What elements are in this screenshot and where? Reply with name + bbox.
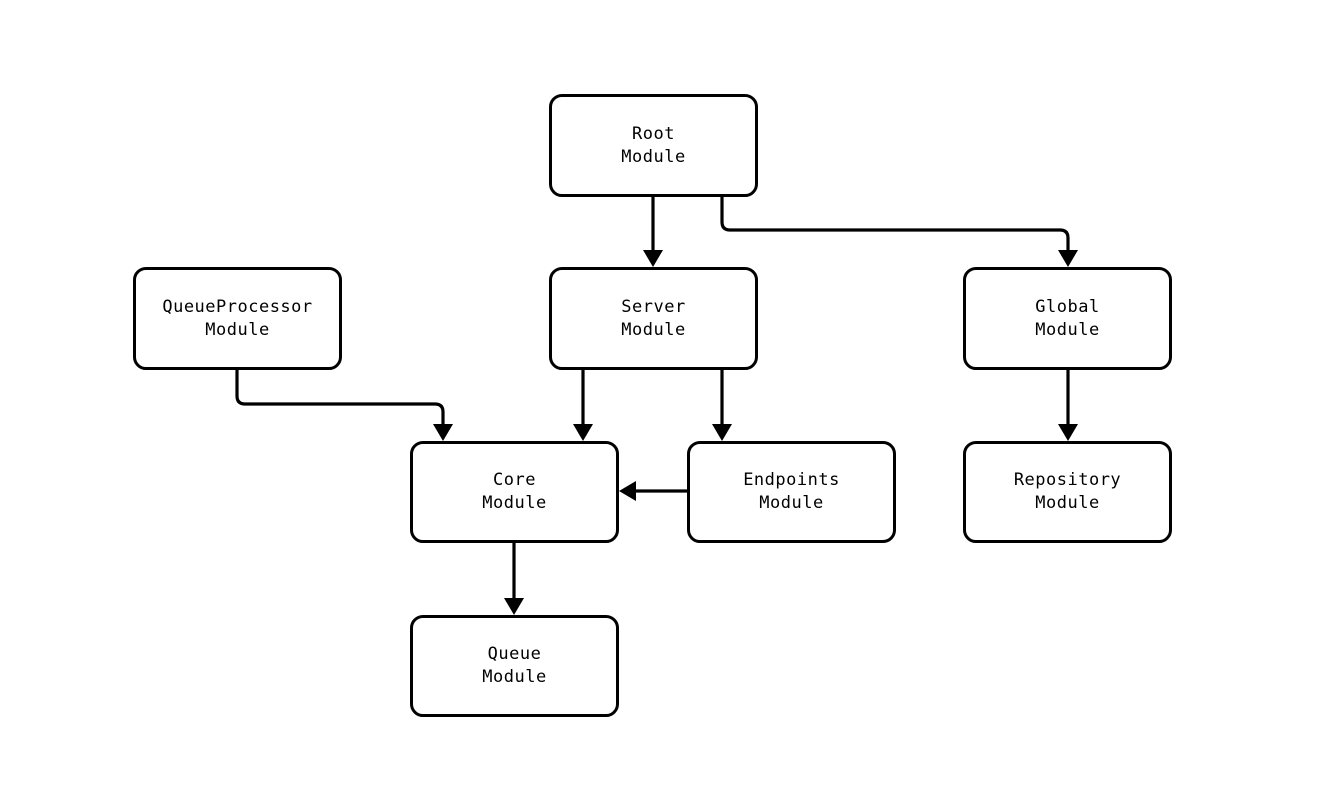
node-label-line1: Core xyxy=(493,470,536,491)
node-label-line2: Module xyxy=(759,493,824,513)
node-label-line2: Module xyxy=(621,146,686,167)
arrowhead-icon-server-core xyxy=(573,424,593,441)
arrowhead-icon-queueprocessor-core xyxy=(433,424,453,441)
node-label-line1: QueueProcessor xyxy=(162,296,313,317)
node-label-line2: Module xyxy=(205,319,270,340)
node-label-line2: Module xyxy=(621,319,686,340)
arrowhead-icon-global-repository xyxy=(1058,424,1078,441)
node-label-line1: Repository xyxy=(1013,470,1122,491)
node-label-line2: Module xyxy=(482,667,547,687)
node-label-line2: Module xyxy=(482,493,547,513)
edge-queueprocessor-core xyxy=(235,370,445,433)
arrowhead-icon-core-queue xyxy=(504,598,524,615)
node-label-line1: Endpoints xyxy=(743,470,840,491)
node-label-line1: Server xyxy=(621,296,686,317)
node-label-line2: Module xyxy=(1035,319,1100,340)
arrowhead-icon-root-global xyxy=(1058,250,1078,267)
node-label-line2: Module xyxy=(1035,493,1100,513)
edge-root-global xyxy=(720,197,1070,259)
arrowhead-icon-root-server xyxy=(643,250,663,267)
arrowhead-icon-server-endpoints xyxy=(712,424,732,441)
arrowhead-icon-endpoints-core xyxy=(619,481,636,501)
node-label-line1: Queue xyxy=(487,644,542,665)
node-label-line1: Global xyxy=(1035,296,1100,317)
node-label-line1: Root xyxy=(632,123,675,144)
